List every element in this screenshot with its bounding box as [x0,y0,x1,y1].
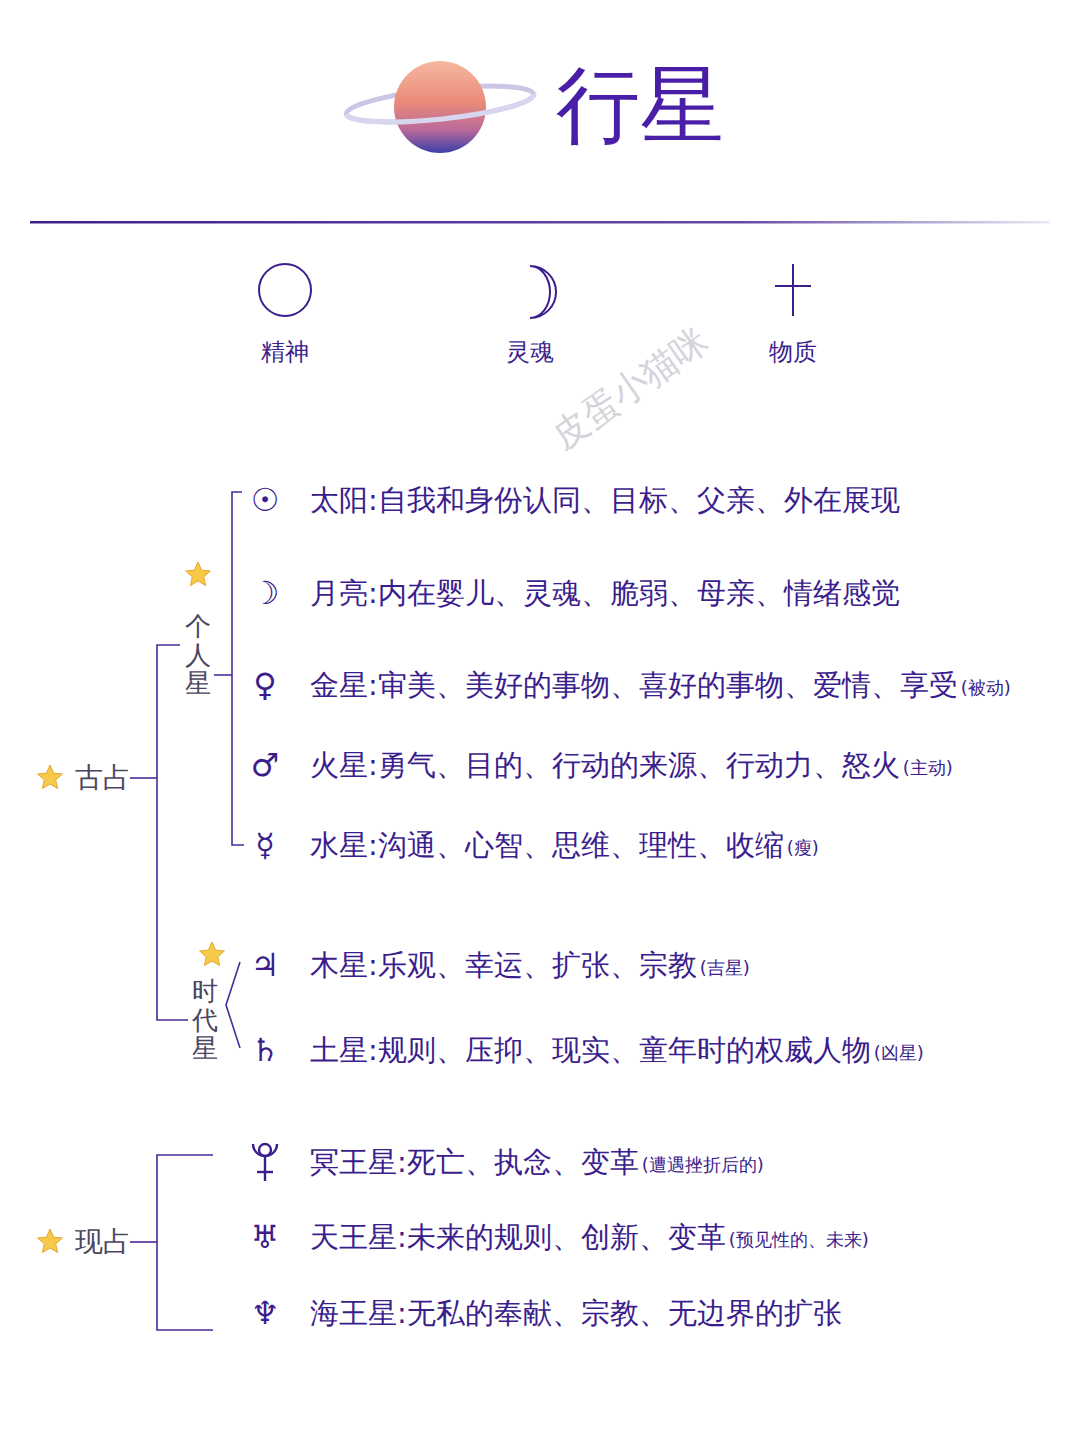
note: (被动) [961,677,1011,699]
note: (凶星) [874,1042,924,1064]
group-label: 现占 [75,1225,131,1259]
note: (预见性的、未来) [729,1229,869,1251]
symbol-label: 物质 [769,338,817,367]
crescent-symbol [530,266,556,318]
planet-description: 水星:沟通、心智、思维、理性、收缩 [310,828,784,863]
planet-symbol: ♄ [251,1031,280,1069]
symbol-label: 精神 [261,338,309,367]
note: (遭遇挫折后的) [642,1154,764,1176]
group-label: 古占 [75,761,131,795]
planet-description: 海王星:无私的奉献、宗教、无边界的扩张 [310,1296,842,1331]
planet-description: 木星:乐观、幸运、扩张、宗教 [310,948,697,983]
group-label: 个人星 [185,612,211,698]
planet-description: 月亮:内在婴儿、灵魂、脆弱、母亲、情绪感觉 [310,576,900,611]
symbol-label: 灵魂 [506,338,554,367]
planet-symbol: ♃ [251,946,280,984]
planet-description: 土星:规则、压抑、现实、童年时的权威人物 [310,1033,871,1068]
planet-symbol: ♂ [251,746,280,784]
planet-description: 火星:勇气、目的、行动的来源、行动力、怒火 [310,748,900,783]
planet-description: 冥王星:死亡、执念、变革 [310,1145,639,1180]
star-icon [200,942,225,966]
note: (主动) [903,757,953,779]
pluto-symbol [253,1144,277,1181]
title-rule [30,221,1050,224]
star-icons [38,562,225,1253]
planet-description: 天王星:未来的规则、创新、变革 [310,1220,726,1255]
planet-symbol: ☿ [255,826,275,864]
planet-symbol: ♆ [251,1294,280,1332]
star-icon [38,765,63,789]
planet-symbol: ☉ [251,481,280,519]
star-icon [38,1229,63,1253]
note: (吉星) [700,957,750,979]
group-label: 时代星 [192,977,218,1063]
watermark: 皮蛋小猫咪 [544,319,716,458]
planet-symbol: ♅ [251,1218,280,1256]
planet-description: 太阳:自我和身份认同、目标、父亲、外在展现 [310,483,900,518]
note: (瘦) [787,837,819,859]
planet-illustration [345,61,535,153]
title: 行星 [556,59,724,151]
star-icon [186,562,211,586]
circle-symbol [259,264,311,316]
cross-symbol [775,264,811,316]
planet-symbol: ☽ [251,574,280,612]
planet-symbol: ♀ [253,666,276,704]
bracket-lines [130,492,244,1330]
planet-description: 金星:审美、美好的事物、喜好的事物、爱情、享受 [310,668,958,703]
